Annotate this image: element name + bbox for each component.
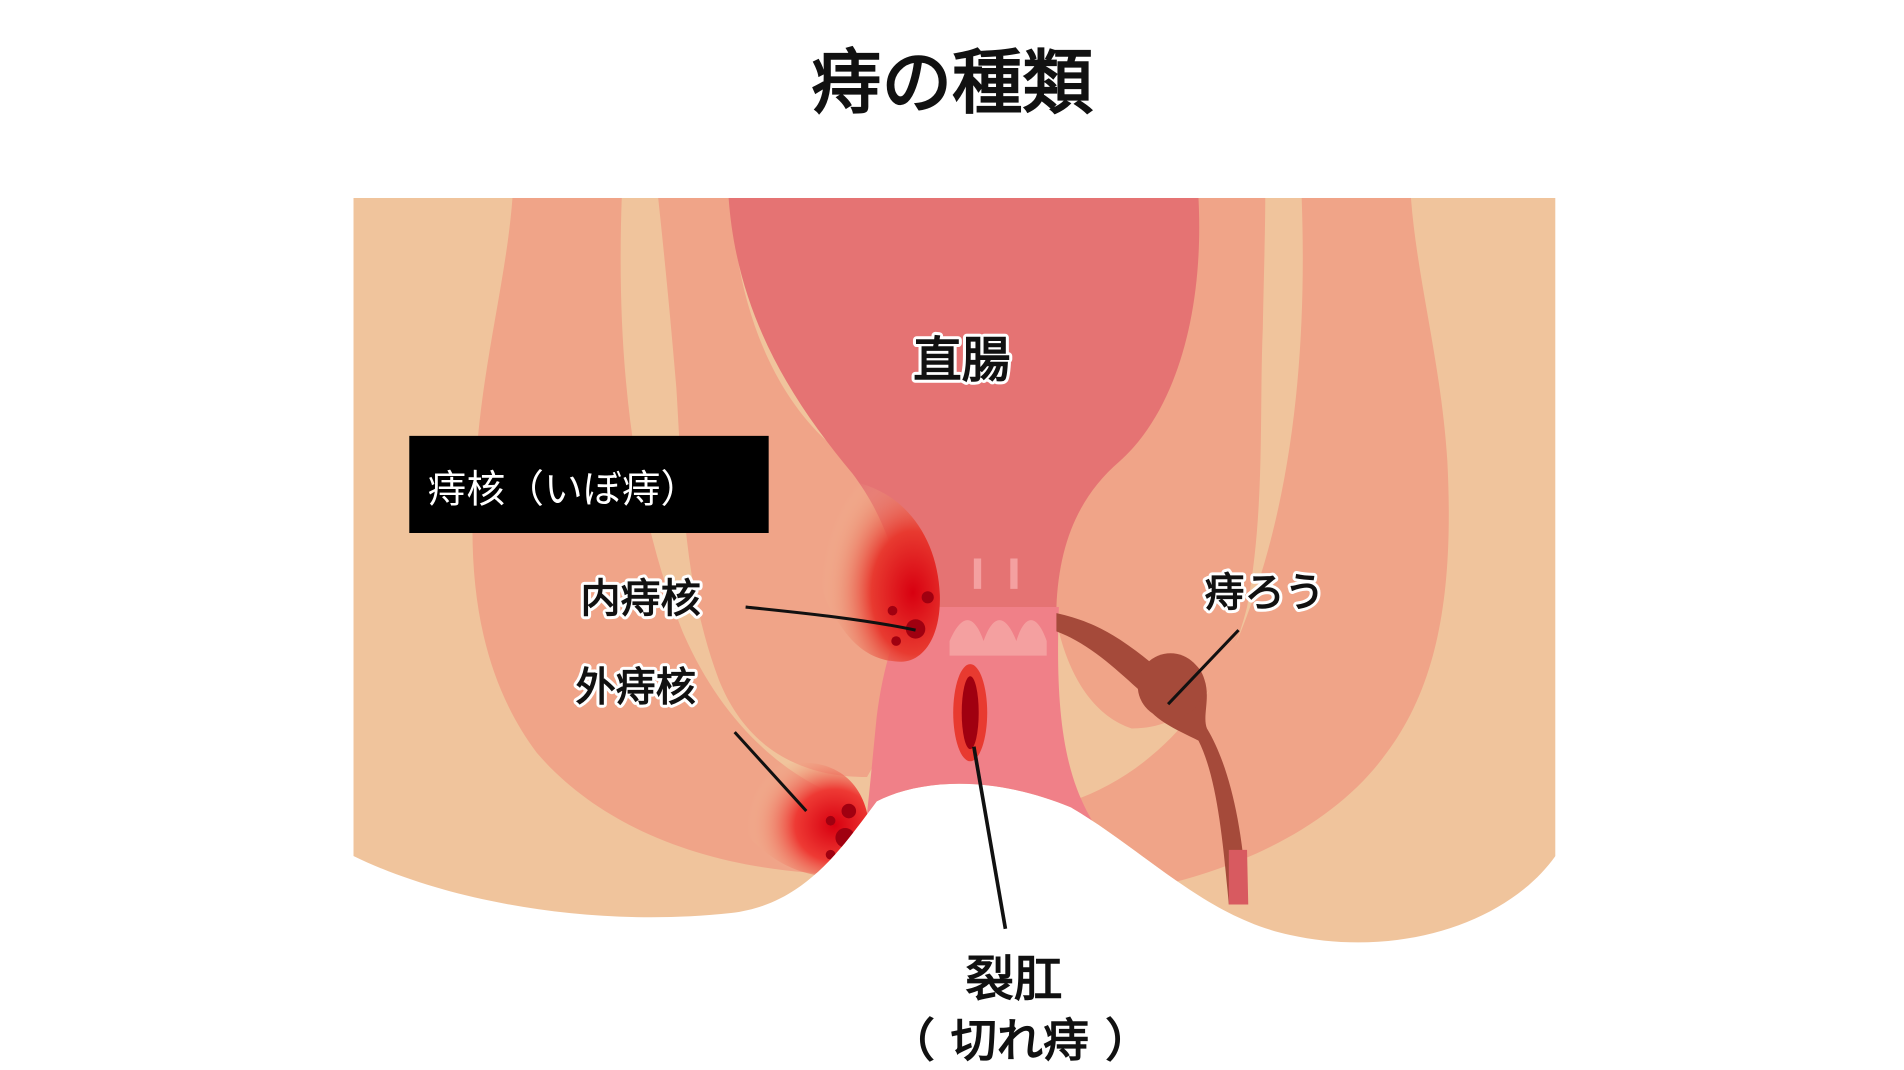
label-hemorrhoid: 痔核（いぼ痔）: [427, 468, 699, 513]
label-internal-hemorrhoid: 内痔核: [580, 576, 700, 622]
diagram-title: 痔の種類: [811, 42, 1093, 124]
label-rectum: 直腸: [913, 332, 1010, 388]
label-anal-fissure-sub: （ 切れ痔 ）: [889, 1013, 1152, 1066]
rectum: [728, 197, 1200, 656]
left-outer-muscle: [472, 197, 853, 875]
anal-columns: [973, 558, 1018, 589]
leader-line-internal: [745, 605, 916, 632]
label-anal-fissure: 裂肛: [965, 952, 1062, 1008]
hemorrhoid-label-box: [409, 435, 769, 533]
right-inner-muscle: [1054, 197, 1266, 729]
leader-line-fistula: [1167, 629, 1240, 706]
anatomy-illustration: [353, 197, 1556, 943]
label-anal-fistula: 痔ろう: [1205, 570, 1325, 616]
internal-hemorrhoid: [817, 479, 940, 662]
leader-line-fissure: [972, 746, 1008, 930]
external-hemorrhoid: [744, 762, 870, 877]
leader-line-external: [733, 731, 808, 813]
right-outer-muscle: [1070, 197, 1449, 899]
label-external-hemorrhoid: 外痔核: [576, 665, 696, 711]
